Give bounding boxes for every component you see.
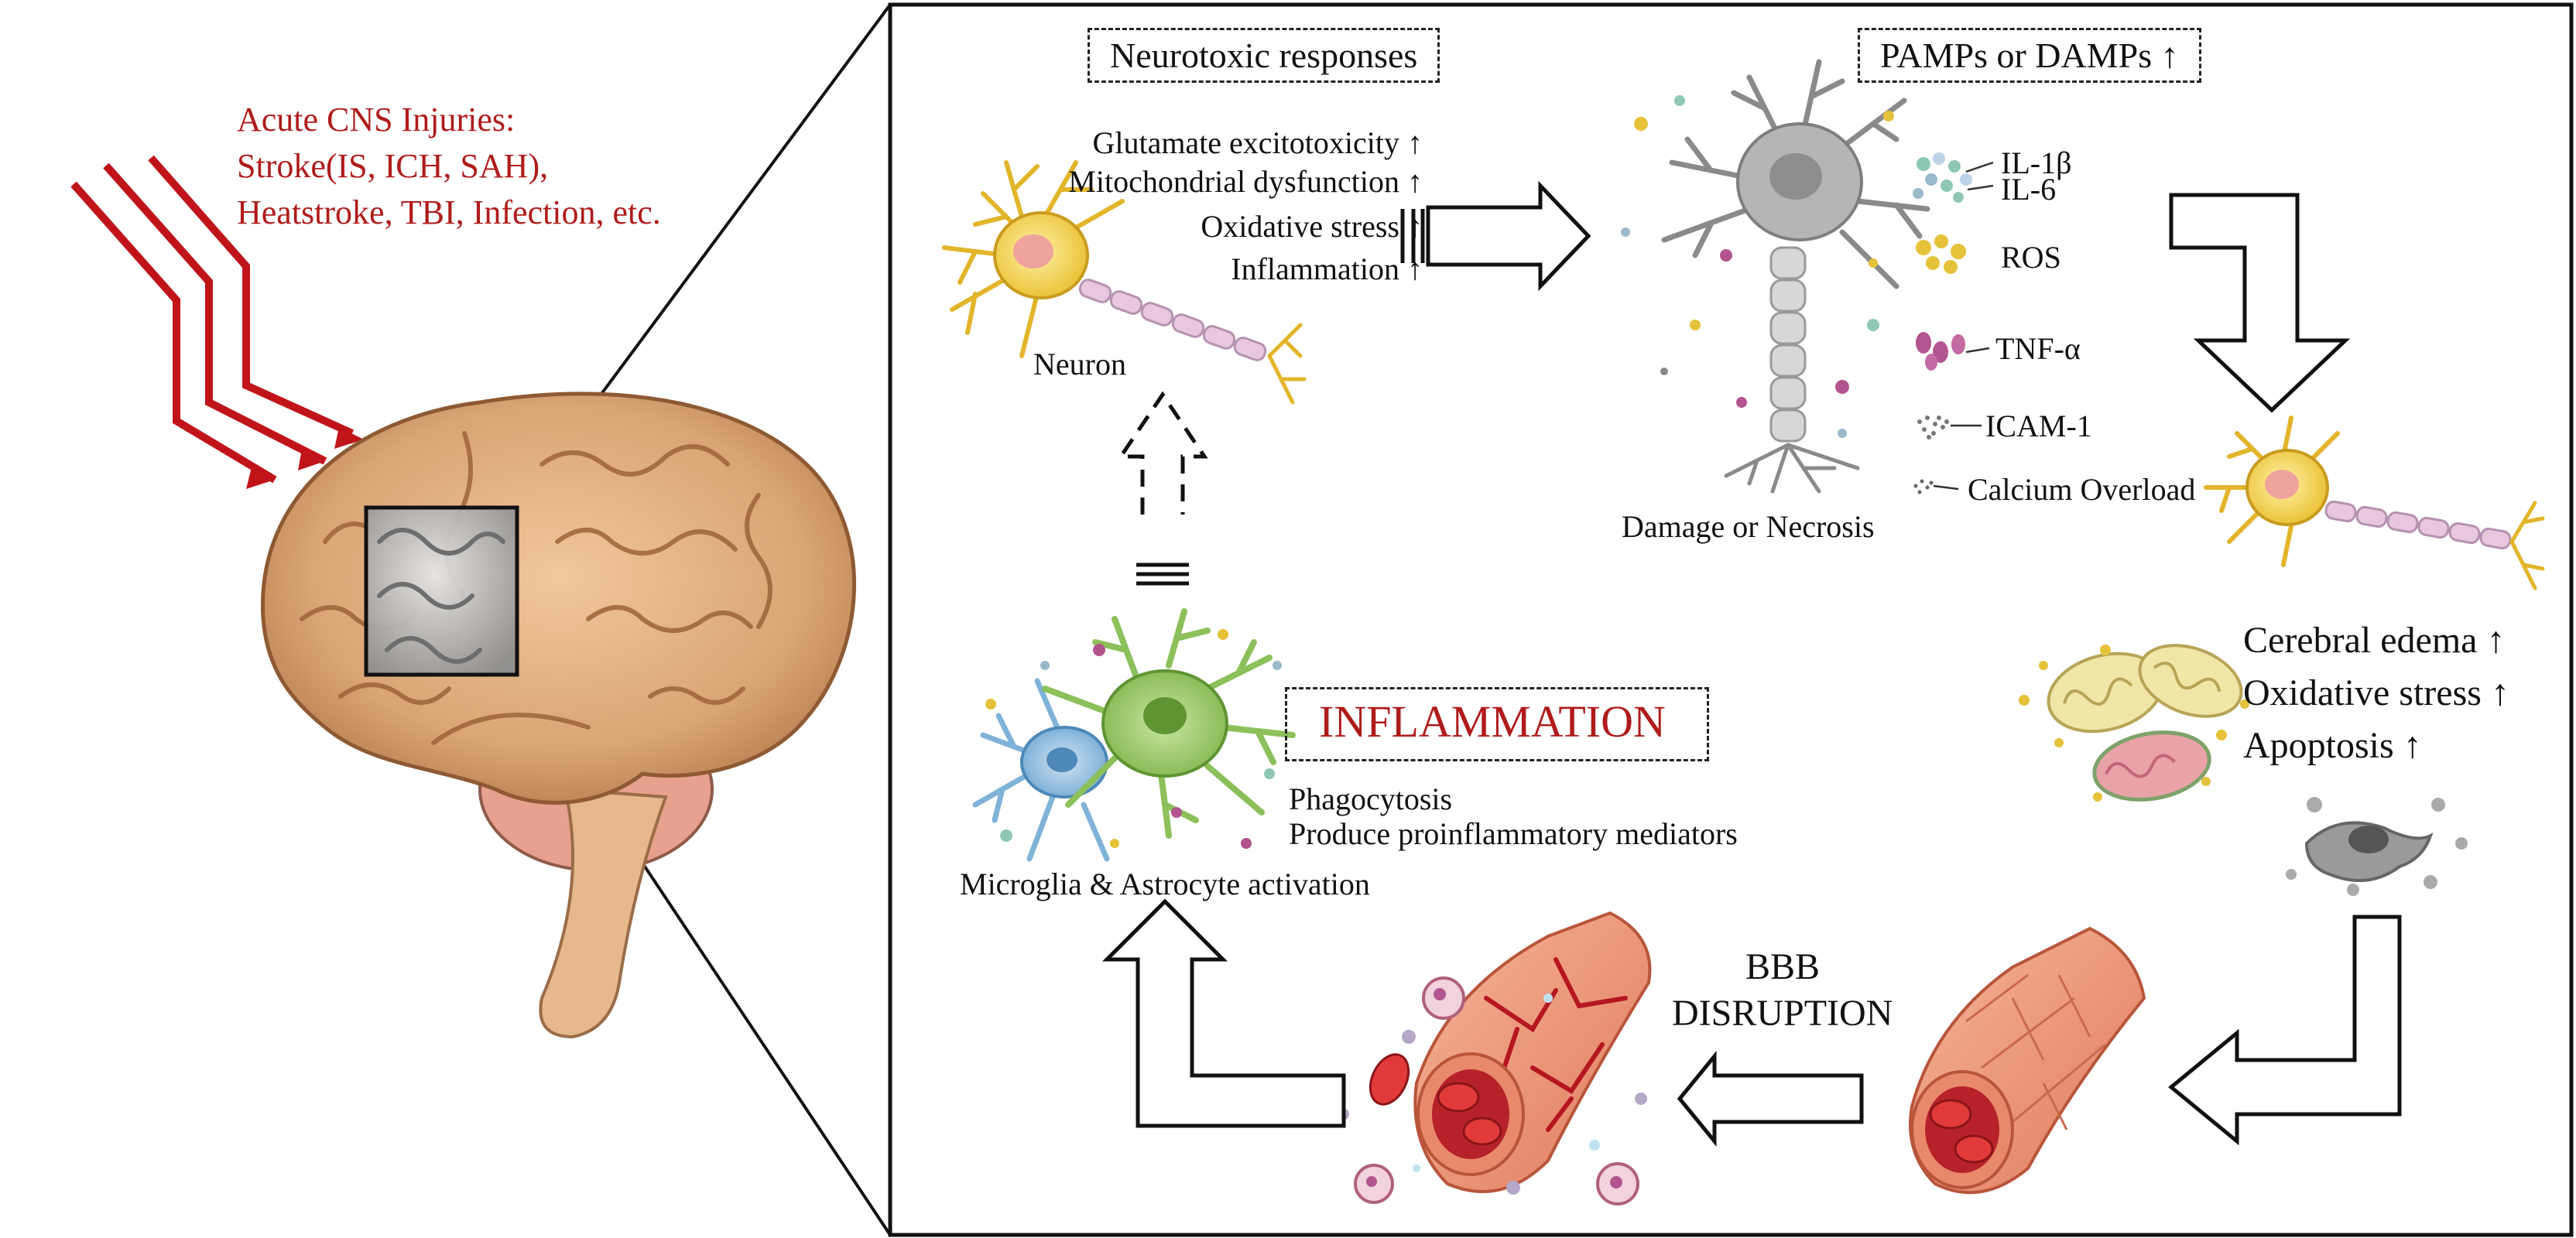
arrow-to-vessel	[2168, 915, 2402, 1146]
brain-illustration	[260, 392, 856, 1039]
neurotoxic-item-1: Glutamate excitotoxicity ↑	[1092, 125, 1423, 160]
neurotoxic-item-2: Mitochondrial dysfunction ↑	[1068, 164, 1423, 199]
effect-oxidative: Oxidative stress ↑	[2243, 672, 2509, 713]
arrow-to-glia	[1101, 898, 1346, 1128]
mediator-calcium: Calcium Overload	[1968, 472, 2196, 507]
mediator-tnf: TNF-α	[1995, 331, 2081, 366]
glia-activation-label: Microglia & Astrocyte activation	[960, 867, 1370, 901]
pamps-box: PAMPs or DAMPs ↑	[1858, 28, 2201, 83]
tnf-icon	[1916, 332, 1965, 371]
il-icon	[1913, 152, 1972, 203]
injury-title: Acute CNS Injuries:	[237, 101, 516, 139]
neuron-illustration	[942, 160, 1307, 405]
glia-item-phagocytosis: Phagocytosis	[1289, 781, 1453, 816]
mediator-ros: ROS	[2001, 240, 2061, 275]
mediator-il6: IL-6	[2001, 172, 2057, 207]
mediator-il1b: IL-1β	[2001, 145, 2072, 180]
neurotoxic-item-4: Inflammation ↑	[1231, 251, 1423, 286]
neuron-label: Neuron	[1033, 347, 1126, 381]
apoptotic-cell-illustration	[2286, 797, 2468, 896]
vessel-disrupted-illustration	[1337, 911, 1652, 1206]
panel-frame	[888, 2, 2574, 1237]
vessel-intact-illustration	[1909, 926, 2146, 1195]
calcium-icon	[1913, 479, 1934, 494]
arrow-to-neuron-right	[2169, 193, 2351, 413]
glia-item-mediators: Produce proinflammatory mediators	[1289, 816, 1738, 851]
glia-illustration	[972, 608, 1296, 862]
neurotoxic-box: Neurotoxic responses	[1088, 28, 1440, 83]
damaged-neuron-illustration	[1621, 59, 1930, 494]
arrow-dashed-to-neuron	[1117, 391, 1208, 586]
mitochondria-illustration	[2019, 644, 2249, 802]
bbb-label-line-2: DISRUPTION	[1672, 993, 1893, 1034]
effect-apoptosis: Apoptosis ↑	[2243, 725, 2422, 766]
injury-arrowheads	[246, 427, 364, 489]
icam-icon	[1917, 416, 1949, 439]
injury-line-3: Heatstroke, TBI, Infection, etc.	[237, 193, 661, 231]
arrow-to-disruption	[1677, 1050, 1864, 1147]
mediator-icam: ICAM-1	[1985, 409, 2092, 443]
inflammation-title: INFLAMMATION	[1319, 696, 1666, 747]
bbb-label-line-1: BBB	[1745, 946, 1821, 987]
injury-arrows	[70, 155, 355, 484]
neuron-right-illustration	[2204, 416, 2545, 590]
inflammation-box	[1285, 687, 1709, 761]
effect-edema: Cerebral edema ↑	[2243, 620, 2506, 661]
mediator-icons	[1913, 152, 1994, 494]
neurotoxic-item-3: Oxidative stress ↑	[1201, 209, 1423, 244]
damage-label: Damage or Necrosis	[1622, 509, 1875, 544]
arrow-to-damage	[1400, 180, 1591, 292]
brain-zoom-box	[364, 505, 519, 677]
ros-icon	[1916, 234, 1966, 274]
injury-line-2: Stroke(IS, ICH, SAH),	[237, 147, 549, 185]
